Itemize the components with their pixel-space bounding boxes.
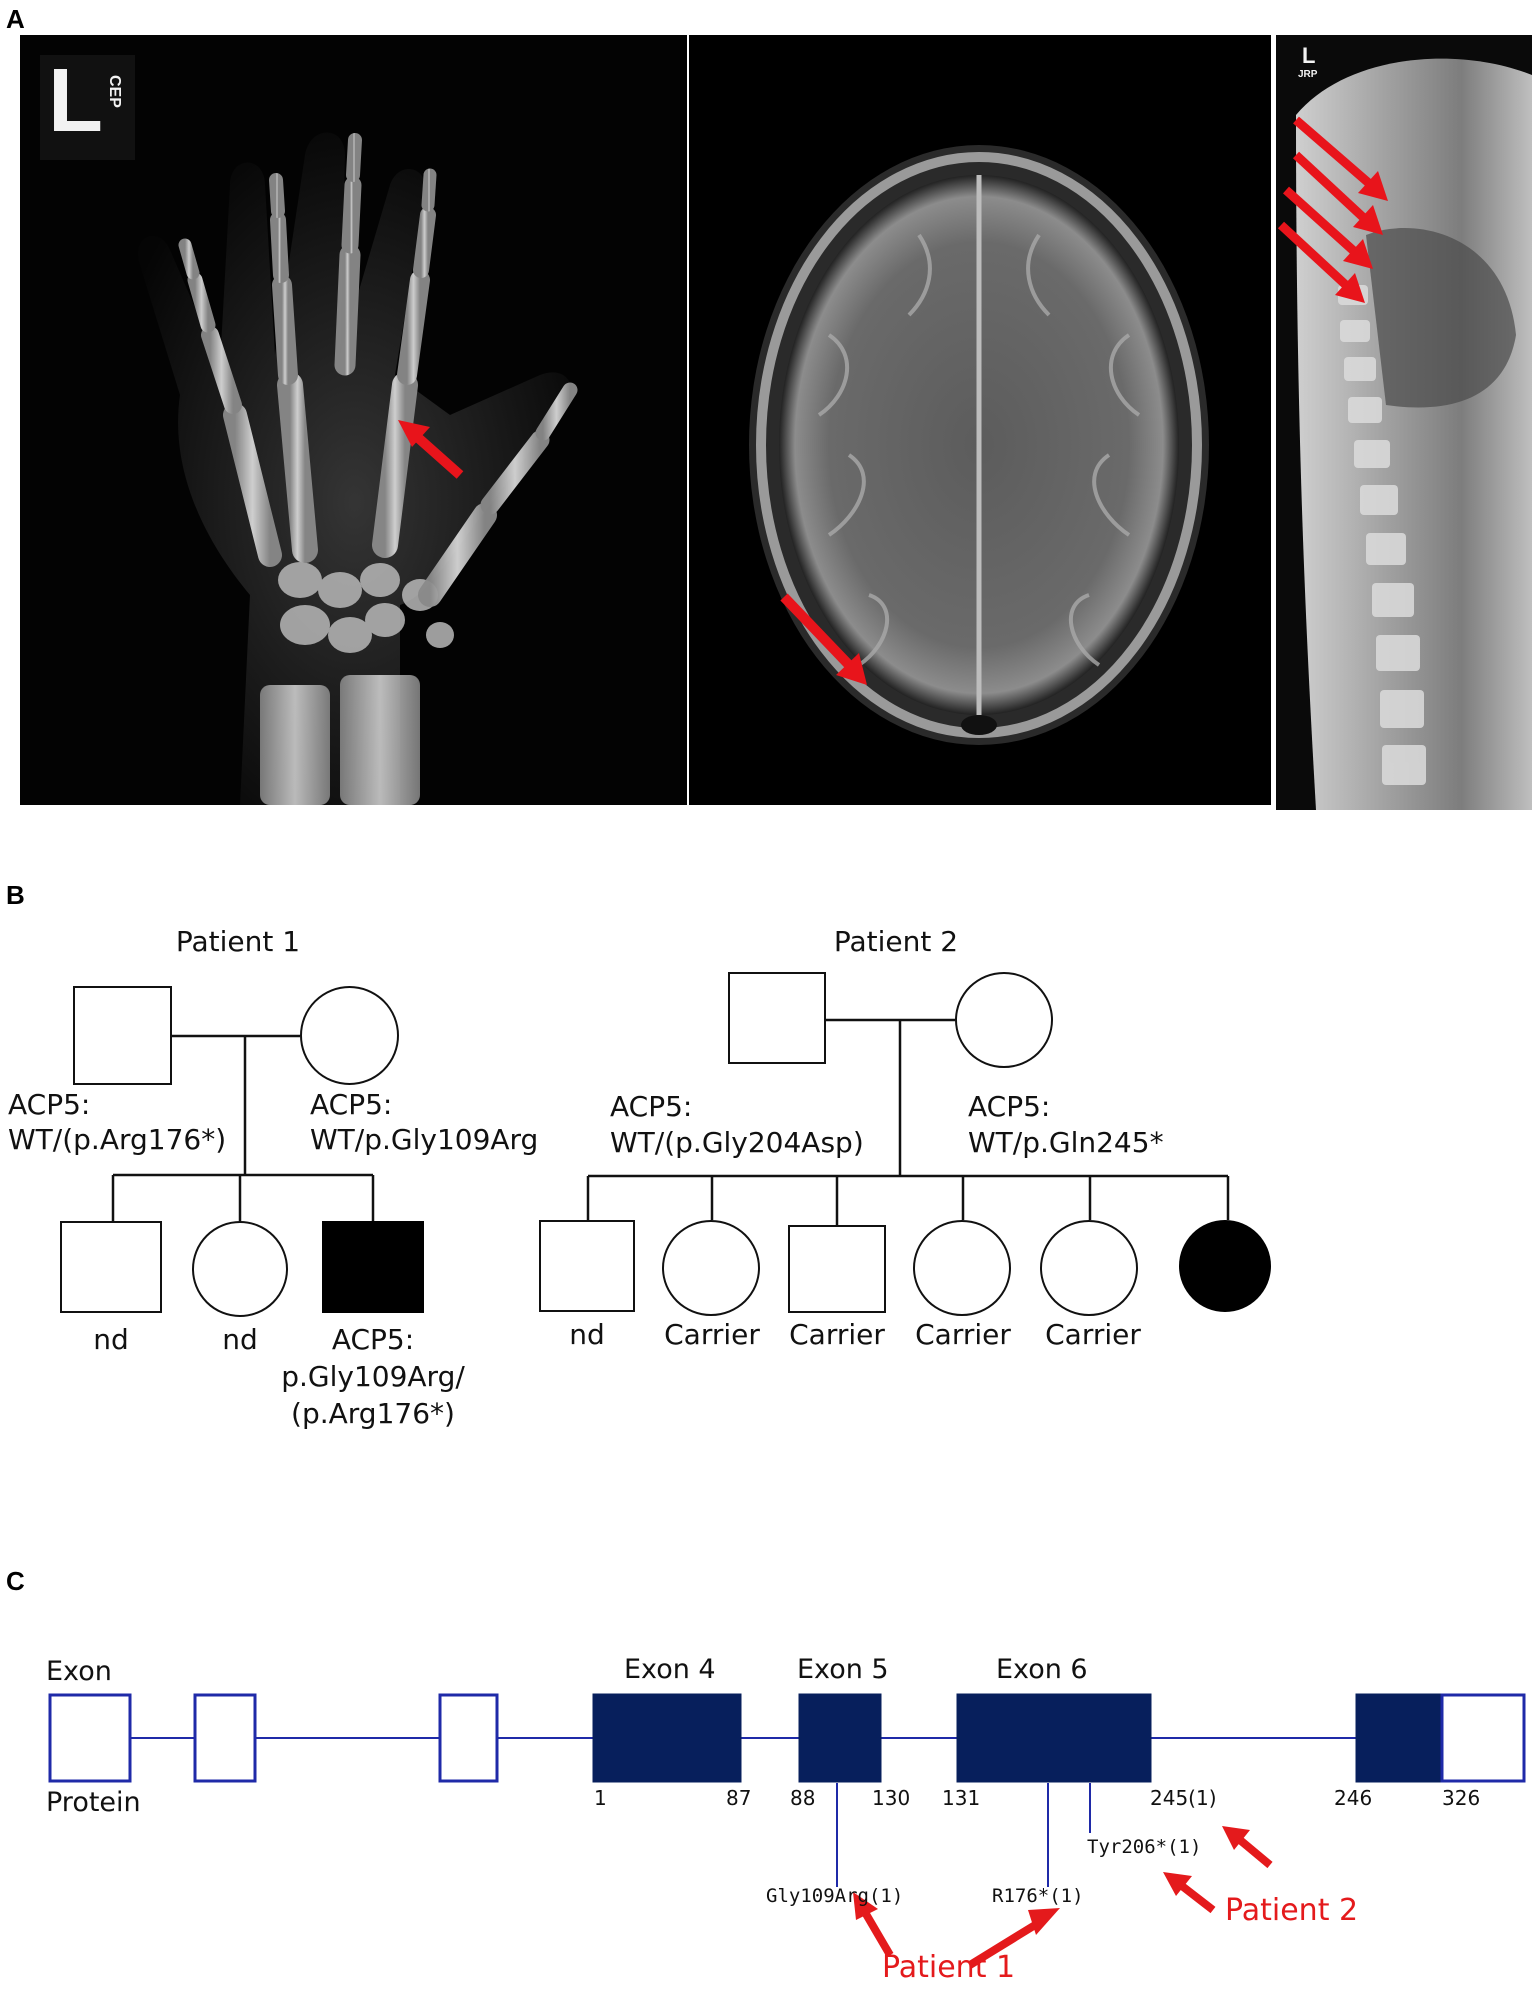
exon2-box: [193, 1693, 257, 1783]
protein-pos-245: 245(1): [1150, 1786, 1217, 1810]
patient1-sibling1-square: [60, 1221, 162, 1313]
patient1-father-genotype: WT/(p.Arg176*): [8, 1123, 227, 1156]
patient2-father-genotype: WT/(p.Gly204Asp): [610, 1126, 864, 1159]
patient1-mother-gene: ACP5:: [310, 1088, 393, 1121]
protein-pos-131: 131: [942, 1786, 981, 1810]
patient2-sibling3-square: [788, 1225, 886, 1313]
exon7-utr-box: [1440, 1693, 1526, 1783]
protein-pos-326: 326: [1442, 1786, 1481, 1810]
patient1-title: Patient 1: [175, 925, 301, 958]
patient2-arrow-label: Patient 2: [1225, 1893, 1359, 1928]
patient1-mother-genotype: WT/p.Gly109Arg: [310, 1123, 539, 1156]
patient2-mother-gene: ACP5:: [968, 1090, 1051, 1123]
patient2-sibling5-circle: [1040, 1220, 1138, 1316]
patient2-father-square: [728, 972, 826, 1064]
hand-side-marker: L: [48, 51, 103, 151]
exon6-label: Exon 6: [996, 1654, 1088, 1685]
exon7-coding-box: [1355, 1693, 1444, 1783]
protein-pos-246: 246: [1334, 1786, 1373, 1810]
spine-arrows: [1277, 116, 1388, 303]
exon6-box: [956, 1693, 1152, 1783]
patient1-father-gene: ACP5:: [8, 1088, 91, 1121]
patient2-proband-circle: [1179, 1220, 1271, 1312]
hand-initials-marker: CEP: [106, 75, 123, 108]
patient1-sibling1-label: nd: [93, 1323, 129, 1356]
exon4-label: Exon 4: [624, 1654, 716, 1685]
panel-c-letter: C: [6, 1566, 25, 1596]
patient1-father-square: [73, 986, 172, 1085]
arrow-245: [1237, 1836, 1273, 1869]
patient2-sibling2-label: Carrier: [664, 1318, 760, 1351]
patient2-father-gene: ACP5:: [610, 1090, 693, 1123]
exon3-box: [438, 1693, 499, 1783]
patient1-sibling2-label: nd: [222, 1323, 258, 1356]
mutation-tyr206-label: Tyr206*(1): [1087, 1836, 1202, 1858]
exon1-box: [48, 1693, 132, 1783]
protein-row-label: Protein: [46, 1787, 141, 1818]
patient1-sibling2-circle: [192, 1221, 288, 1317]
patient1-proband-genotype-line1: p.Gly109Arg/: [281, 1360, 465, 1393]
patient2-sibling4-label: Carrier: [915, 1318, 1011, 1351]
spine-xray-image: L JRP: [1276, 35, 1532, 810]
arrow-gly109arg: [862, 1911, 894, 1958]
patient2-sibling1-square: [539, 1220, 635, 1312]
patient1-arrow-label: Patient 1: [882, 1950, 1016, 1985]
protein-pos-130: 130: [872, 1786, 911, 1810]
patient2-sibling2-circle: [662, 1220, 760, 1316]
patient2-sibling4-circle: [913, 1220, 1011, 1316]
exon5-box: [798, 1693, 882, 1783]
hand-xray-image: L CEP: [20, 35, 687, 805]
arrow-r176: [967, 1918, 1043, 1969]
patient1-mother-circle: [300, 986, 399, 1085]
patient2-mother-circle: [955, 972, 1053, 1068]
arrow-tyr206: [1179, 1882, 1216, 1914]
hand-arrow: [398, 420, 464, 479]
exon5-label: Exon 5: [797, 1654, 889, 1685]
patient1-proband-square: [322, 1221, 424, 1313]
mutation-gly109arg-label: Gly109Arg(1): [766, 1885, 904, 1907]
patient2-sibling3-label: Carrier: [789, 1318, 885, 1351]
exon-row-label: Exon: [46, 1656, 112, 1687]
protein-pos-1: 1: [594, 1786, 607, 1810]
mutation-r176-label: R176*(1): [992, 1885, 1084, 1907]
panel-b-letter: B: [6, 880, 25, 910]
spine-initials-marker: JRP: [1298, 69, 1318, 80]
patient1-proband-gene: ACP5:: [331, 1323, 415, 1356]
exon4-box: [592, 1693, 742, 1783]
patient2-mother-genotype: WT/p.Gln245*: [968, 1126, 1164, 1159]
patient1-proband-genotype-line2: (p.Arg176*): [291, 1397, 455, 1430]
patient2-sibling5-label: Carrier: [1045, 1318, 1141, 1351]
protein-pos-87: 87: [726, 1786, 752, 1810]
panel-a-letter: A: [6, 4, 25, 34]
spine-side-marker: L: [1302, 43, 1316, 68]
patient2-sibling1-label: nd: [569, 1318, 605, 1351]
brain-mri-image: [689, 35, 1271, 805]
patient2-title: Patient 2: [833, 925, 959, 958]
brain-arrow: [780, 593, 867, 685]
protein-pos-88: 88: [790, 1786, 816, 1810]
